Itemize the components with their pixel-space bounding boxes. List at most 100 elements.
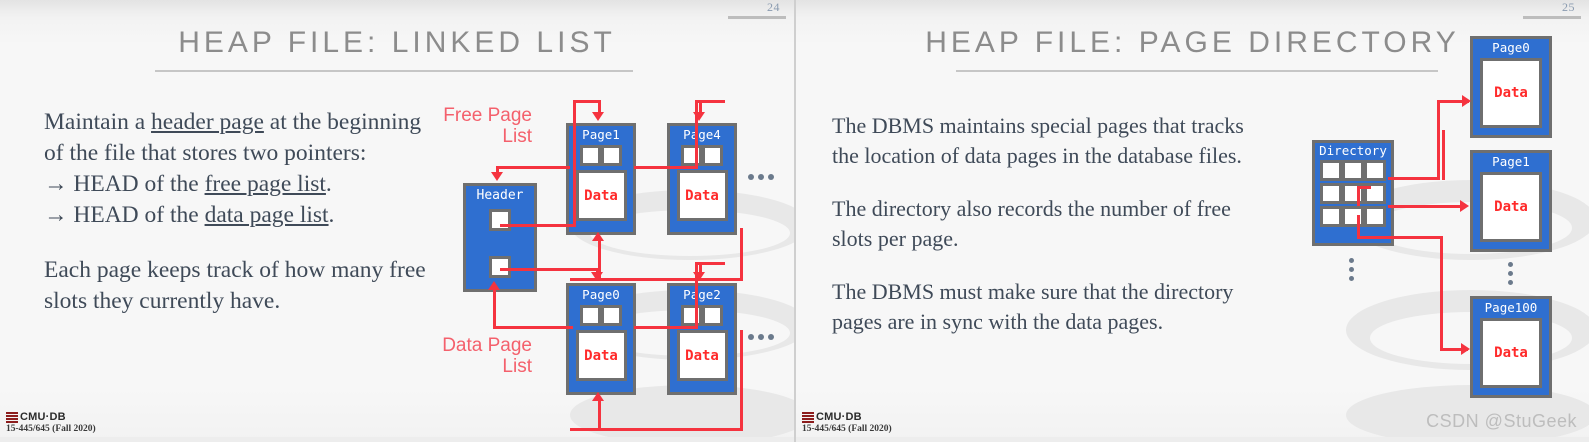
arrow-head-down (592, 112, 604, 121)
slide-top-strip (0, 0, 794, 18)
page-data-area: Data (1480, 318, 1542, 388)
directory-cell[interactable] (1342, 183, 1364, 204)
directory-cell[interactable] (1364, 206, 1386, 227)
connector-line (500, 268, 598, 271)
connector-line (1357, 186, 1371, 189)
connector-line (498, 166, 570, 169)
directory-cell[interactable] (1320, 183, 1342, 204)
arrow-head-down (693, 272, 705, 281)
text-post: . (325, 171, 332, 197)
page-data-area: Data (1480, 172, 1542, 242)
arrow-head-up (592, 392, 604, 401)
connector-line (570, 278, 743, 281)
csdn-watermark: CSDN @StuGeek (1426, 411, 1577, 431)
connector-line (598, 398, 601, 430)
connector-line (695, 262, 725, 265)
connector-line (740, 228, 743, 280)
paragraph-free-slots: Each page keeps track of how many free s… (44, 257, 426, 314)
text-post: at the beginning of the file that stores… (44, 109, 422, 166)
page-number-rule (728, 16, 786, 19)
page-slot[interactable] (681, 145, 702, 166)
connector-line (1357, 186, 1360, 206)
directory-cell[interactable] (1342, 206, 1364, 227)
course-label: 15-445/645 (Fall 2020) (6, 424, 96, 434)
page-slot[interactable] (601, 145, 622, 166)
title-underline-rule (155, 70, 633, 72)
directory-row (1320, 160, 1386, 181)
underlined-free-page-list: free page list (204, 171, 326, 197)
directory-row (1320, 183, 1386, 204)
paragraph-dbms-special-pages: The DBMS maintains special pages that tr… (832, 113, 1244, 168)
page-box-label: Page4 (683, 127, 721, 142)
page-box-label: Page1 (582, 127, 620, 142)
connector-line (598, 100, 601, 116)
slide-footer: CMU·DB 15-445/645 (Fall 2020) (6, 411, 96, 434)
ellipsis-dots-data-list (748, 334, 774, 340)
connector-line (596, 268, 599, 276)
connector-line (699, 262, 702, 276)
directory-cell[interactable] (1320, 206, 1342, 227)
page-data-area: Data (1480, 58, 1542, 128)
connector-line (493, 326, 573, 329)
page-box-label: Page100 (1484, 300, 1538, 315)
connector-line (1440, 348, 1468, 351)
page-box-page1[interactable]: Page1 Data (566, 123, 636, 235)
page-box-page1[interactable]: Page1 Data (1470, 150, 1552, 252)
slide-title: HEAP FILE: PAGE DIRECTORY (925, 26, 1460, 59)
text-pre: Maintain a (44, 109, 152, 135)
page-slot[interactable] (702, 145, 723, 166)
directory-box-label: Directory (1319, 143, 1387, 158)
paragraph-free-slots-record: The directory also records the number of… (832, 196, 1231, 251)
page-box-page0[interactable]: Page0 Data (566, 283, 636, 395)
connector-line (570, 428, 743, 431)
connector-line (640, 166, 670, 169)
connector-line (695, 100, 698, 169)
underlined-header-page: header page (151, 109, 264, 135)
connector-line (695, 262, 698, 329)
page-slot-row (681, 145, 723, 166)
page-slot[interactable] (702, 305, 723, 326)
page-slot[interactable] (601, 305, 622, 326)
text-pre: → HEAD of the (44, 171, 205, 197)
connector-line (500, 224, 576, 227)
page-slot-row (580, 305, 622, 326)
page-box-page4[interactable]: Page4 Data (667, 123, 737, 235)
connector-line (634, 326, 698, 329)
page-box-page100[interactable]: Page100 Data (1470, 296, 1552, 398)
connector-line (573, 100, 576, 227)
page-slot[interactable] (580, 305, 601, 326)
connector-line (1388, 177, 1440, 180)
page-number: 24 (767, 0, 780, 14)
page-slot[interactable] (681, 305, 702, 326)
directory-cell[interactable] (1320, 160, 1342, 181)
arrow-head-down (591, 272, 603, 281)
connector-line (496, 166, 499, 176)
connector-line (1437, 100, 1440, 179)
header-page-box[interactable]: Header (463, 183, 537, 292)
connector-line (1437, 100, 1469, 103)
directory-cell[interactable] (1342, 160, 1364, 181)
arrow-head-down (491, 172, 503, 181)
cmu-db-logo: CMU·DB (6, 411, 96, 423)
free-page-list-label: Free Page List (443, 105, 532, 147)
header-slot-free-head[interactable] (489, 209, 511, 231)
directory-box[interactable]: Directory (1312, 140, 1394, 246)
directory-cell[interactable] (1364, 183, 1386, 204)
page-box-label: Page1 (1492, 154, 1530, 169)
slide-heap-file-page-directory: 25 HEAP FILE: PAGE DIRECTORY The DBMS ma… (794, 0, 1589, 442)
page-box-label: Page0 (582, 287, 620, 302)
page-box-page2[interactable]: Page2 Data (667, 283, 737, 395)
cmu-db-logo-icon (6, 411, 18, 423)
header-slot-data-head[interactable] (489, 256, 511, 278)
bullet-head-data-page-list: → HEAD of the data page list. (44, 200, 436, 231)
page-slot[interactable] (580, 145, 601, 166)
slide-bottom-rule (0, 437, 794, 442)
connector-line (598, 240, 601, 280)
directory-cell[interactable] (1364, 160, 1386, 181)
bullet-head-free-page-list: → HEAD of the free page list. (44, 169, 436, 200)
text-post: . (328, 202, 335, 228)
directory-row (1320, 206, 1386, 227)
arrow-head-up (592, 232, 604, 241)
arrow-head-up (488, 281, 500, 290)
arrow-head-right (1462, 95, 1471, 107)
